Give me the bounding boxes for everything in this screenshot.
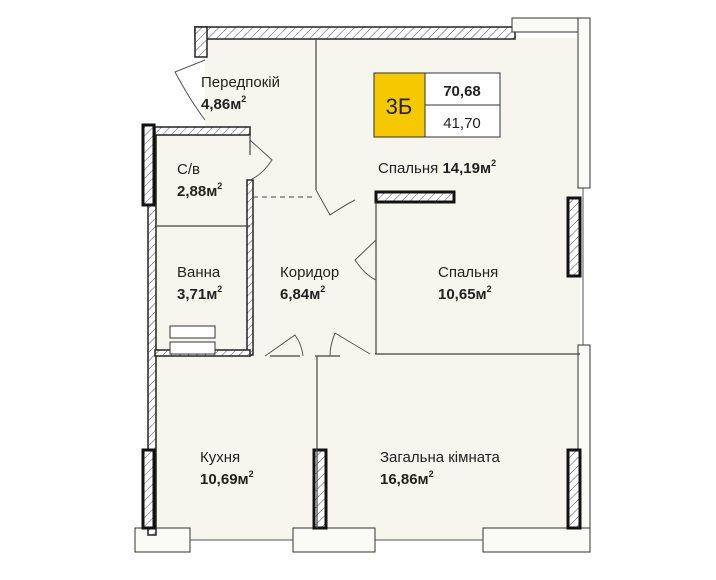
room-name: Ванна	[177, 264, 221, 281]
room-kitchen: Кухня 10,69м2	[200, 449, 254, 488]
unit-sup: 2	[217, 284, 222, 294]
room-living: Загальна кімната 16,86м2	[380, 449, 500, 488]
room-area: 16,86м	[380, 471, 429, 488]
room-name: Спальня	[378, 160, 438, 177]
apartment-badge: 3Б 70,68 41,70	[373, 72, 501, 138]
outer-walls	[134, 17, 591, 553]
room-area: 10,69м	[200, 471, 249, 488]
room-area-line: 3,71м2	[177, 284, 222, 303]
unit-sup: 2	[487, 284, 492, 294]
unit-sup: 2	[249, 469, 254, 479]
room-name: Коридор	[280, 264, 339, 281]
room-corridor: Коридор 6,84м2	[280, 264, 339, 303]
apartment-type: 3Б	[386, 94, 413, 119]
room-area-line: 4,86м2	[201, 94, 246, 113]
room-floors	[155, 38, 580, 540]
unit-sup: 2	[320, 284, 325, 294]
room-area: 14,19м	[442, 160, 491, 177]
room-area: 6,84м	[280, 286, 320, 303]
room-area: 3,71м	[177, 286, 217, 303]
room-area: 2,88м	[177, 183, 217, 200]
unit-sup: 2	[491, 158, 496, 168]
room-area: 4,86м	[201, 96, 241, 113]
total-area: 70,68	[443, 83, 481, 100]
room-name: Загальна кімната	[380, 449, 500, 466]
room-area-line: 6,84м2	[280, 284, 325, 303]
room-area-line: 16,86м2	[380, 469, 434, 488]
room-bedroom-2: Спальня 10,65м2	[438, 264, 498, 303]
room-bedroom-1: Спальня 14,19м2	[378, 158, 496, 177]
unit-sup: 2	[217, 181, 222, 191]
room-area-line: 2,88м2	[177, 181, 222, 200]
room-name: Кухня	[200, 449, 240, 466]
living-area: 41,70	[443, 115, 481, 132]
room-hallway: Передпокій 4,86м2	[201, 74, 280, 113]
unit-sup: 2	[241, 94, 246, 104]
badge-type-box	[373, 72, 426, 138]
room-toilet: С/в 2,88м2	[177, 161, 222, 200]
room-area-line: 10,69м2	[200, 469, 254, 488]
room-area: 10,65м	[438, 286, 487, 303]
room-bathroom: Ванна 3,71м2	[177, 264, 222, 303]
room-name: Спальня	[438, 264, 498, 281]
door-swings	[174, 59, 377, 357]
room-label-line: Спальня 14,19м2	[378, 158, 496, 177]
unit-sup: 2	[429, 469, 434, 479]
room-area-line: 10,65м2	[438, 284, 492, 303]
room-name: С/в	[177, 161, 200, 178]
room-name: Передпокій	[201, 74, 280, 91]
